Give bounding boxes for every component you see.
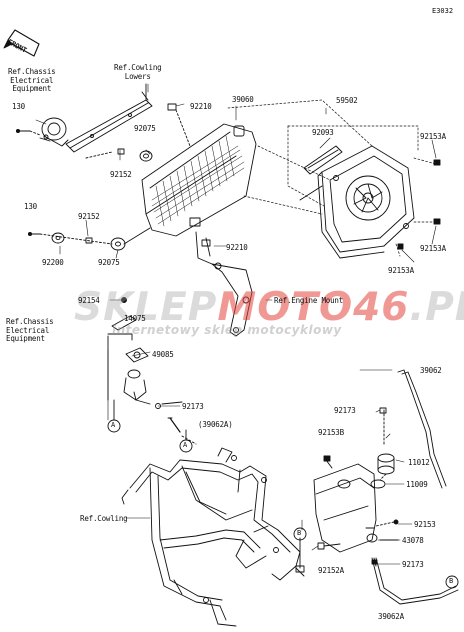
collar-92152-lower xyxy=(85,237,93,244)
part-92152-lower: 92152 xyxy=(78,212,100,221)
part-92093: 92093 xyxy=(312,128,334,137)
radiator-39060 xyxy=(141,103,257,257)
part-39062a-ref: (39062A) xyxy=(198,420,233,429)
hose-39062 xyxy=(397,369,447,489)
fan-cover-92093 xyxy=(303,145,343,175)
cowling-frame xyxy=(121,447,301,627)
cap-11012 xyxy=(377,453,395,475)
grommet-92210-upper xyxy=(167,103,177,111)
horn-assembly xyxy=(39,117,69,147)
fan-assembly-59502 xyxy=(317,145,415,259)
part-39062a: 39062A xyxy=(378,612,404,621)
part-49085: 49085 xyxy=(152,350,174,359)
grommet-92210-lower xyxy=(201,239,211,247)
part-92210-lower: 92210 xyxy=(226,243,248,252)
ref-cowling-lowers: Ref.Cowling Lowers xyxy=(114,63,162,81)
ref-chassis-electrical-2: Ref.Chassis Electrical Equipment xyxy=(6,317,54,344)
collar-92075-lower xyxy=(110,237,126,251)
ref-chassis-electrical-1: Ref.Chassis Electrical Equipment xyxy=(8,67,56,94)
part-92173-lower: 92173 xyxy=(402,560,424,569)
callout-b-label-1: B xyxy=(297,529,302,537)
part-39062: 39062 xyxy=(420,366,442,375)
part-43078: 43078 xyxy=(402,536,424,545)
part-92154: 92154 xyxy=(78,296,100,305)
part-92153a-3: 92153A xyxy=(388,266,414,275)
part-92173-mid: 92173 xyxy=(334,406,356,415)
front-arrow-icon xyxy=(3,29,40,57)
part-92075-lower: 92075 xyxy=(98,258,120,267)
diagram-code: E3032 xyxy=(432,7,454,15)
callout-a-label-2: A xyxy=(183,441,188,449)
ref-engine-mount: Ref.Engine Mount xyxy=(274,296,344,305)
part-39060: 39060 xyxy=(232,95,254,104)
ref-cowling: Ref.Cowling xyxy=(80,514,128,523)
part-130-lower: 130 xyxy=(24,202,37,211)
part-14075: 14075 xyxy=(124,314,146,323)
callout-b-2 xyxy=(445,575,459,589)
part-92210-upper: 92210 xyxy=(190,102,212,111)
part-11012: 11012 xyxy=(408,458,430,467)
gasket-11009 xyxy=(370,479,386,489)
engine-mount-bracket xyxy=(195,231,253,337)
part-92075-upper: 92075 xyxy=(134,124,156,133)
part-92153b: 92153B xyxy=(318,428,344,437)
reservoir-tank xyxy=(313,463,378,553)
part-92153a-1: 92153A xyxy=(420,132,446,141)
part-92152a: 92152A xyxy=(318,566,344,575)
part-92153: 92153 xyxy=(414,520,436,529)
bolt-130-lower xyxy=(27,231,41,237)
part-92153a-2: 92153A xyxy=(420,244,446,253)
bolt-130 xyxy=(15,128,31,134)
watermark-tagline: internetowy sklep motocyklowy xyxy=(112,323,342,337)
collar-92075-upper xyxy=(139,150,153,162)
part-92152-upper: 92152 xyxy=(110,170,132,179)
collar-92152-upper xyxy=(117,148,125,155)
part-92200: 92200 xyxy=(42,258,64,267)
bolt-92153a xyxy=(397,159,441,250)
part-130-upper: 130 xyxy=(12,102,25,111)
callout-a-label-1: A xyxy=(111,421,116,429)
callout-b-label-2: B xyxy=(449,577,454,585)
cowling-bracket xyxy=(65,91,153,153)
callout-b-1 xyxy=(293,527,307,541)
hose-39062a xyxy=(371,557,459,605)
watermark-logo: SKLEPMOTO46.PL xyxy=(74,285,464,330)
part-11009: 11009 xyxy=(406,480,428,489)
washer-92200 xyxy=(51,232,65,244)
part-92173-upper: 92173 xyxy=(182,402,204,411)
part-59502: 59502 xyxy=(336,96,358,105)
